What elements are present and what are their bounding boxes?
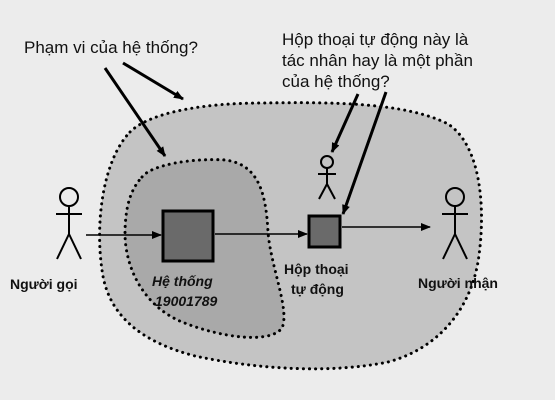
dialog-question-line-1: Hộp thoại tự động này là <box>282 30 469 49</box>
caller-label: Người gọi <box>10 276 78 292</box>
scope-question-arrow-1 <box>122 61 184 101</box>
dialog-question-line-2: tác nhân hay là một phần <box>282 51 473 70</box>
receiver-actor-icon <box>442 187 468 260</box>
receiver-label: Người nhận <box>418 275 498 291</box>
scope-question-arrow-2 <box>103 67 167 157</box>
dialog-label-line-2: tự động <box>291 281 344 297</box>
auto-dialog-box <box>307 214 342 249</box>
system-box <box>161 209 215 263</box>
dialog-question-line-3: của hệ thống? <box>282 72 390 91</box>
dialog-question-arrow-2 <box>341 91 388 215</box>
system-label-line-2: 19001789 <box>155 293 218 309</box>
scope-question-text: Phạm vi của hệ thống? <box>24 38 198 57</box>
dialog-label-line-1: Hộp thoại <box>284 261 349 277</box>
dialog-question-arrow-1 <box>330 93 360 153</box>
system-label-line-1: Hệ thống <box>152 273 213 289</box>
caller-actor-icon <box>56 187 82 260</box>
dialog-actor-icon <box>318 155 336 200</box>
